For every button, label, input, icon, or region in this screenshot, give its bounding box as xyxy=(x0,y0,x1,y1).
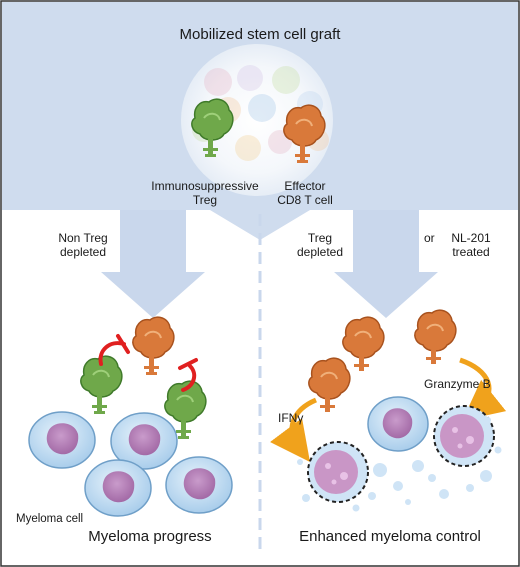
left-effector-icon xyxy=(132,316,175,375)
treg-label: Immunosuppressive Treg xyxy=(150,179,260,208)
right-arrow-label-b-line-2: treated xyxy=(452,244,490,259)
left-treg-icon-2 xyxy=(164,380,207,439)
right-caption: Enhanced myeloma control xyxy=(299,528,481,545)
right-arrow-label-a: Treg depleted xyxy=(292,231,348,260)
left-arrow-label: Non Treg depleted xyxy=(48,231,118,260)
dying-myeloma-cell-2 xyxy=(307,441,369,503)
inhibition-symbol-2 xyxy=(178,358,198,392)
cell-debris xyxy=(297,446,502,512)
left-treg-icon-1 xyxy=(80,355,123,414)
or-text: or xyxy=(424,231,435,245)
right-effector-icon-1 xyxy=(342,316,385,371)
right-effector-icon-2 xyxy=(414,309,457,364)
graft-circle xyxy=(181,44,333,196)
myeloma-cell xyxy=(367,396,429,452)
left-myeloma-cells xyxy=(28,411,233,517)
effector-label-line-2: CD8 T cell xyxy=(277,192,333,207)
myeloma-cell xyxy=(165,456,233,514)
effector-label: Effector CD8 T cell xyxy=(270,179,340,208)
treg-label-line-2: Treg xyxy=(192,192,218,207)
left-arrow-label-line-2: depleted xyxy=(59,244,107,259)
left-caption: Myeloma progress xyxy=(88,528,212,545)
inhibition-symbol-1 xyxy=(98,334,130,366)
myeloma-cell xyxy=(28,411,96,469)
granzyme-arrow xyxy=(459,357,507,421)
graft-effector-icon xyxy=(283,104,326,163)
myeloma-cell xyxy=(84,459,152,517)
dying-myeloma-cell-1 xyxy=(433,405,495,467)
ifng-label: IFNγ xyxy=(278,411,304,425)
effector-label-line-1: Effector xyxy=(284,179,326,193)
treg-label-line-1: Immunosuppressive xyxy=(151,179,259,193)
graft-treg-icon xyxy=(191,98,234,157)
left-arrow-label-line-1: Non Treg xyxy=(58,231,108,245)
granzyme-label: Granzyme B xyxy=(424,377,491,391)
ifng-arrow xyxy=(270,397,318,463)
left-arrow xyxy=(101,210,205,318)
right-arrow-label-a-line-1: Treg xyxy=(307,231,333,245)
right-effector-icon-3 xyxy=(308,357,351,412)
right-arrow-label-b-line-1: NL-201 xyxy=(451,231,491,245)
right-arrow xyxy=(334,210,438,318)
myeloma-cell xyxy=(110,412,178,470)
right-arrow-label-b: NL-201 treated xyxy=(443,231,499,260)
myeloma-cell-label: Myeloma cell xyxy=(16,513,84,525)
right-arrow-label-a-line-2: depleted xyxy=(296,244,344,259)
graft-title: Mobilized stem cell graft xyxy=(179,26,341,43)
